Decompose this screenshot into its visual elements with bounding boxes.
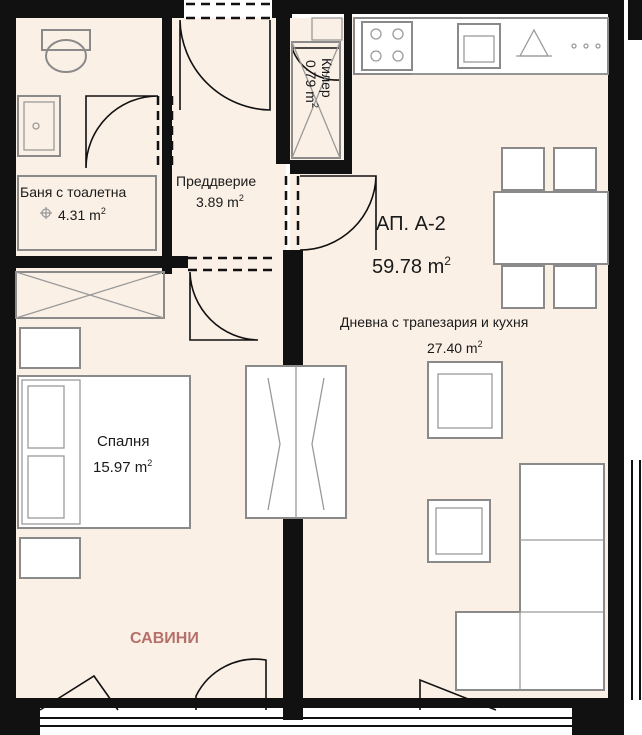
door-bedroom [189, 271, 259, 341]
stove-icon [361, 21, 413, 71]
door-living [299, 175, 377, 251]
pantry-name: Килер [319, 58, 335, 98]
coffee-table-icon [427, 499, 491, 563]
living-name: Дневна с трапезария и кухня [340, 314, 528, 330]
bed-icon [17, 375, 191, 529]
bedroom-furniture [15, 271, 191, 579]
living-area: 27.40 m2 [427, 339, 483, 356]
pantry-shelving [291, 17, 343, 159]
bathroom-fixtures [17, 29, 157, 251]
shower-icon [17, 175, 157, 251]
floor-bath [16, 18, 166, 256]
closet-icon [15, 271, 165, 319]
wall-top-mid [272, 0, 292, 18]
nightstand-icon [19, 327, 81, 369]
wall-bottom-right-corner [572, 700, 624, 735]
door-pantry [291, 47, 341, 81]
toilet-icon [45, 39, 87, 73]
chair-icon [501, 265, 545, 309]
armchair-icon [427, 361, 503, 439]
door-entrance [179, 19, 271, 111]
wall-bath-hall [162, 18, 172, 274]
hall-area: 3.89 m2 [196, 193, 244, 210]
apartment-name: АП. А-2 [376, 213, 446, 235]
wall-right-outer [628, 0, 642, 40]
chair-icon [553, 147, 597, 191]
cooktop-icon [571, 43, 601, 49]
bath-name: Баня с тоалетна [20, 184, 127, 200]
wall-right [608, 0, 624, 705]
wall-hall-right [276, 18, 290, 164]
wall-pantry-right [344, 14, 352, 174]
range-hood-icon [516, 28, 552, 57]
dining-table [493, 191, 609, 265]
living-furniture [427, 361, 605, 691]
wall-bottom [16, 698, 616, 708]
chair-icon [501, 147, 545, 191]
door-terrace-left [39, 674, 119, 711]
kitchen-sink-icon [457, 23, 501, 69]
dining-set [493, 147, 609, 309]
wall-bottom-corner [0, 700, 40, 735]
wardrobe [245, 365, 347, 519]
wall-left [0, 0, 16, 718]
floor-hall [168, 18, 286, 268]
bath-area: 4.31 m2 [58, 206, 106, 223]
pantry-area: 0.79 m2 [303, 60, 320, 108]
labels: Баня с тоалетна 4.31 m2 Преддверие 3.89 … [20, 58, 528, 647]
nightstand-icon [19, 537, 81, 579]
chair-icon [553, 265, 597, 309]
wall-top-left [16, 0, 184, 18]
wall-top-right [292, 0, 612, 14]
terrace-name: САВИНИ [130, 630, 199, 647]
kitchen-counter [353, 17, 609, 75]
wall-hall-bedroom [166, 256, 188, 268]
bedroom-area: 15.97 m2 [93, 458, 152, 476]
openings [156, 2, 300, 272]
apartment-area: 59.78 m2 [372, 254, 451, 278]
exterior-lines [34, 460, 641, 727]
wall-pantry-bottom [290, 160, 352, 174]
doors [39, 19, 497, 711]
wall-bath-bottom [16, 256, 166, 268]
hall-name: Преддверие [176, 173, 256, 189]
sink-icon [17, 95, 61, 157]
door-terrace-right [419, 678, 497, 711]
door-terrace-mid [195, 658, 267, 710]
bedroom-name: Спалня [97, 433, 149, 450]
door-bath [85, 95, 159, 169]
